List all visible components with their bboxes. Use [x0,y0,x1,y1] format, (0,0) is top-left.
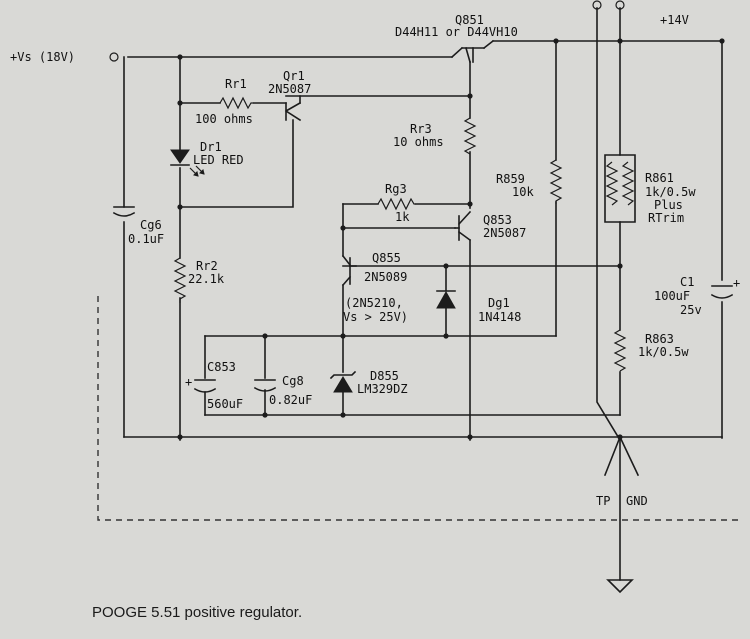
q853-transistor [454,210,472,242]
q851-part: D44H11 or D44VH10 [395,25,518,39]
junction-dots [177,38,725,440]
q855-alt-condition: Vs > 25V) [343,310,408,324]
supply-in-label: +Vs (18V) [10,50,75,64]
cg8-ref: Cg8 [282,374,304,388]
q851-transistor [450,39,495,63]
qr1-ref: Qr1 [283,69,305,83]
svg-text:+: + [733,276,740,290]
rr2-value: 22.1k [188,272,225,286]
dg1-part: 1N4148 [478,310,521,324]
c853-ref: C853 [207,360,236,374]
gnd-label: GND [626,494,648,508]
tp-terminal [592,0,602,10]
dg1-diode [436,290,456,309]
supply-out-label: +14V [660,13,689,27]
rr2-ref: Rr2 [196,259,218,273]
rr3-resistor [463,117,477,155]
rr3-value: 10 ohms [393,135,444,149]
dr1-part: LED RED [193,153,244,167]
rr2-resistor [173,257,187,303]
dr1-ref: Dr1 [200,140,222,154]
tp-label: TP [596,494,610,508]
c1-value: 100uF [654,289,690,303]
q853-ref: Q853 [483,213,512,227]
cg6-capacitor [112,206,136,217]
r859-resistor [549,159,563,204]
qr1-part: 2N5087 [268,82,311,96]
board-outline [97,296,740,521]
c853-value: 560uF [207,397,243,411]
c1-capacitor: + [710,276,740,299]
cg8-capacitor [253,379,277,392]
labels: +Vs (18V) +14V Q851 D44H11 or D44VH10 Rr… [10,13,702,508]
r861-ref: R861 [645,171,674,185]
r859-value: 10k [512,185,534,199]
cg6-value: 0.1uF [128,232,164,246]
qr1-transistor [284,95,302,122]
q855-transistor [341,254,357,287]
rr3-ref: Rr3 [410,122,432,136]
q855-alt-part: (2N5210, [345,296,403,310]
q855-ref: Q855 [372,251,401,265]
rg3-value: 1k [395,210,410,224]
wires [123,7,723,581]
d855-ref: D855 [370,369,399,383]
rr1-resistor [219,96,254,110]
ground-symbol [606,579,634,594]
d855-part: LM329DZ [357,382,408,396]
r861-note-plus: Plus [654,198,683,212]
figure-caption: POOGE 5.51 positive regulator. [92,604,302,621]
rr1-ref: Rr1 [225,77,247,91]
cg8-value: 0.82uF [269,393,312,407]
c1-ref: C1 [680,275,694,289]
r863-value: 1k/0.5w [638,345,689,359]
dg1-ref: Dg1 [488,296,510,310]
rg3-resistor [377,197,416,211]
d855-zener [329,370,357,393]
rr1-value: 100 ohms [195,112,253,126]
q853-part: 2N5087 [483,226,526,240]
rg3-ref: Rg3 [385,182,407,196]
c1-voltage: 25v [680,303,702,317]
r863-ref: R863 [645,332,674,346]
r859-ref: R859 [496,172,525,186]
r861-resistor [604,154,636,223]
cg6-ref: Cg6 [140,218,162,232]
r861-note-rtrim: RTrim [648,211,684,225]
q855-part: 2N5089 [364,270,407,284]
vs-input-terminal [109,52,119,62]
svg-text:+: + [185,375,192,389]
dr1-led [170,149,205,177]
r863-resistor [613,329,627,372]
q851-ref: Q851 [455,13,484,27]
c853-capacitor: + [185,375,217,393]
gnd-terminal [615,0,625,10]
r861-value: 1k/0.5w [645,185,696,199]
